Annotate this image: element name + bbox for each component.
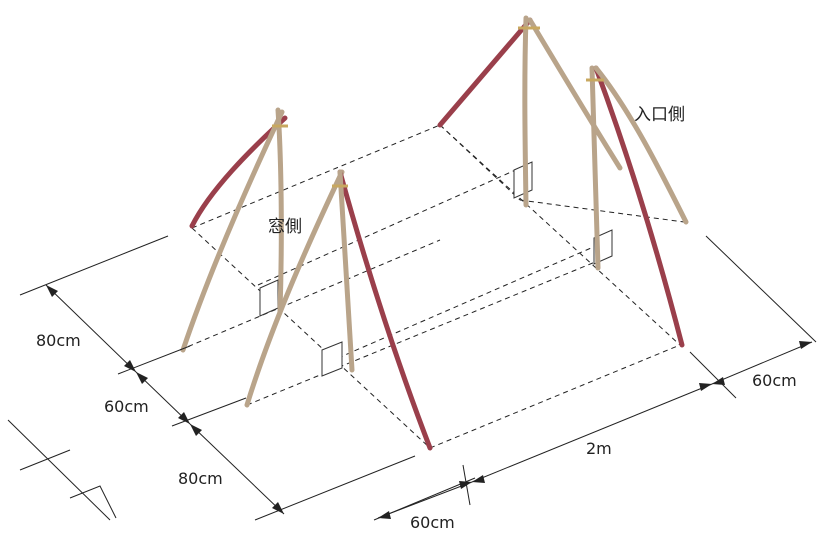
ground-guides [179, 124, 685, 449]
guide-line [337, 244, 599, 359]
dim-label-60cm-right: 60cm [752, 371, 797, 390]
extension-line [705, 235, 817, 343]
pole [589, 65, 601, 271]
arrowhead [136, 372, 148, 384]
pole [244, 169, 345, 408]
dimension-line [377, 481, 473, 519]
pole [593, 65, 685, 348]
stakes [259, 161, 613, 377]
guide-line [179, 239, 441, 351]
stake [321, 341, 343, 377]
arrowhead [272, 502, 284, 514]
guide-line [439, 124, 521, 201]
dim-label-80cm-left-bottom: 80cm [178, 469, 223, 488]
dimension-left [19, 235, 416, 521]
pole [527, 17, 623, 171]
direction-arrow [69, 485, 117, 519]
entrance-side-label: 入口側 [634, 105, 685, 125]
dimension-line [189, 423, 285, 515]
dim-label-2m: 2m [586, 439, 612, 458]
dim-label-60cm-left: 60cm [104, 397, 149, 416]
extension-line [689, 351, 737, 399]
pole [337, 169, 433, 451]
guide-line [429, 344, 681, 449]
guide-line [519, 199, 685, 223]
arrowhead [178, 412, 190, 424]
front-right-tripod [586, 65, 689, 348]
guide-line [439, 124, 681, 346]
stake [259, 279, 279, 317]
arrowhead [799, 341, 812, 349]
guide-line [191, 227, 431, 449]
pole [437, 17, 533, 128]
arrowhead [124, 360, 136, 372]
left-tripod [180, 107, 288, 353]
arrowhead [46, 285, 58, 297]
arrowhead [699, 383, 712, 391]
direction-mark [7, 419, 117, 521]
extension-line [171, 397, 247, 427]
dimension-line [471, 383, 713, 483]
dim-label-60cm-bottom: 60cm [410, 513, 455, 532]
arrowhead [378, 511, 391, 519]
extension-line [117, 345, 191, 375]
guide-line [246, 259, 601, 406]
pole [522, 15, 529, 208]
direction-line [7, 419, 111, 521]
back-right-tripod [437, 15, 623, 208]
dim-label-80cm-left-top: 80cm [36, 331, 81, 350]
arrowhead [712, 377, 725, 385]
window-side-label: 窓側 [268, 217, 302, 237]
dimension-line [45, 284, 137, 373]
dimension-line [711, 341, 813, 385]
arrowhead [190, 424, 202, 436]
extension-line [19, 235, 169, 296]
dimension-bottom [373, 235, 817, 521]
arrowhead [472, 475, 485, 483]
front-left-tripod [244, 169, 433, 451]
pole [180, 109, 285, 353]
direction-line [19, 449, 71, 471]
arrowhead [459, 481, 472, 489]
pole [337, 169, 355, 373]
pole [593, 65, 689, 225]
pole [275, 107, 284, 315]
